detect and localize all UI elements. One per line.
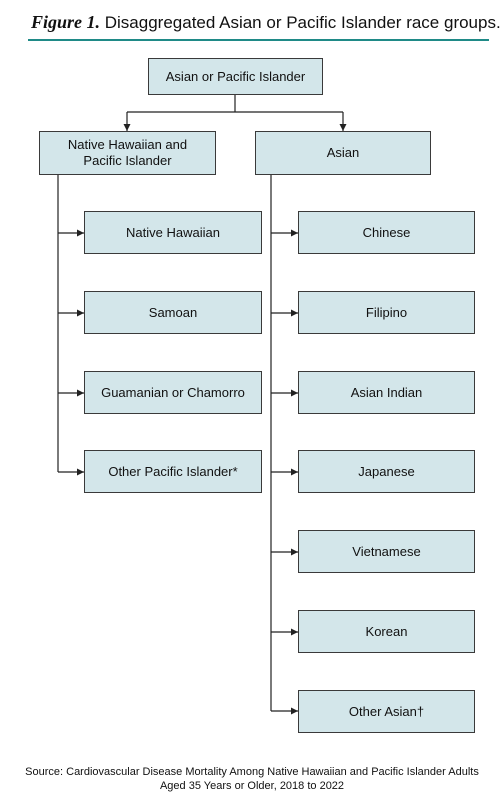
caption-rule xyxy=(28,39,489,41)
asian-child-chinese: Chinese xyxy=(298,211,475,254)
asian-child-vietnamese: Vietnamese xyxy=(298,530,475,573)
nhpi-node: Native Hawaiian and Pacific Islander xyxy=(39,131,216,175)
root-node: Asian or Pacific Islander xyxy=(148,58,323,95)
asian-child-other-asian: Other Asian† xyxy=(298,690,475,733)
source-note: Source: Cardiovascular Disease Mortality… xyxy=(0,765,504,793)
figure-label: Figure 1. xyxy=(31,12,101,32)
source-line-2: Aged 35 Years or Older, 2018 to 2022 xyxy=(159,780,345,792)
asian-child-filipino: Filipino xyxy=(298,291,475,334)
nhpi-child-guamanian-chamorro: Guamanian or Chamorro xyxy=(84,371,262,414)
asian-child-korean: Korean xyxy=(298,610,475,653)
source-line-1: Source: Cardiovascular Disease Mortality… xyxy=(25,766,479,778)
nhpi-child-other-pacific-islander: Other Pacific Islander* xyxy=(84,450,262,493)
figure-title: Disaggregated Asian or Pacific Islander … xyxy=(104,13,501,32)
asian-child-japanese: Japanese xyxy=(298,450,475,493)
nhpi-child-native-hawaiian: Native Hawaiian xyxy=(84,211,262,254)
asian-node: Asian xyxy=(255,131,431,175)
figure-caption: Figure 1. Disaggregated Asian or Pacific… xyxy=(31,12,501,33)
nhpi-child-samoan: Samoan xyxy=(84,291,262,334)
asian-child-asian-indian: Asian Indian xyxy=(298,371,475,414)
